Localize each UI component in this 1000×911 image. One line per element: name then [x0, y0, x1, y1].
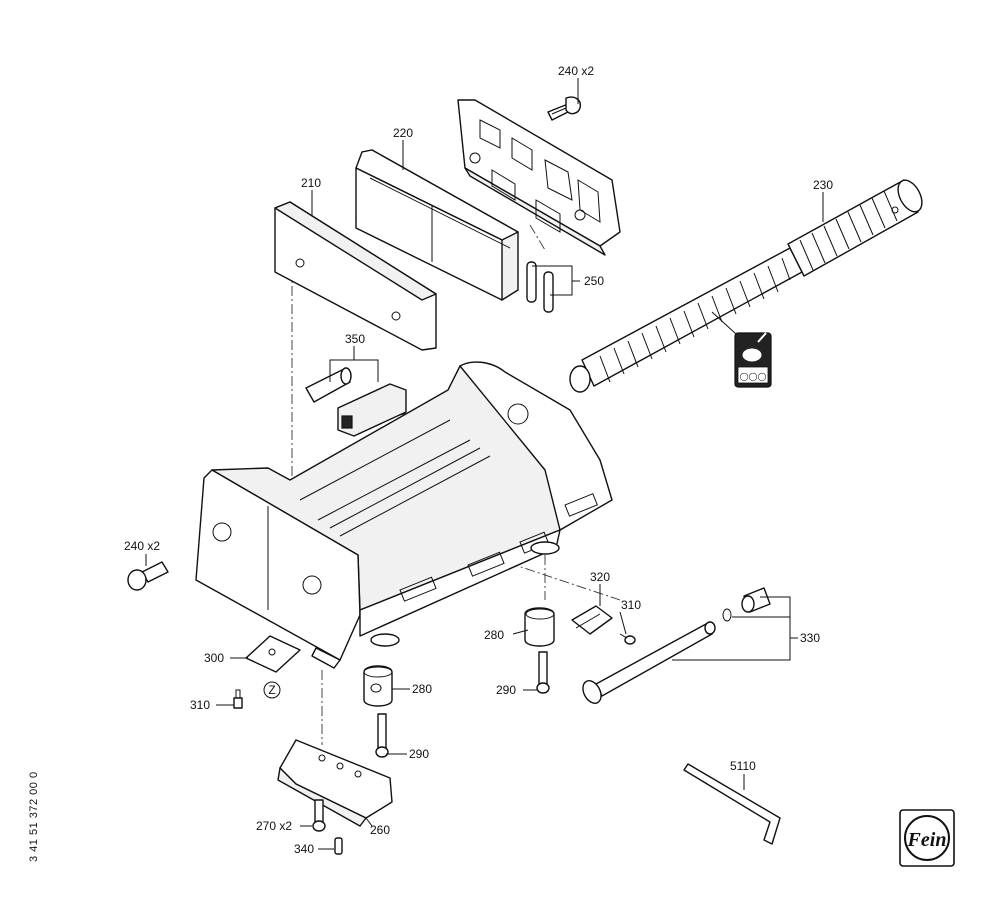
svg-text:◯◯◯: ◯◯◯ [740, 372, 767, 381]
document-number: 3 41 51 372 00 0 [28, 771, 40, 862]
label-270: 270 x2 [256, 819, 292, 833]
part-270-screws [312, 799, 326, 832]
part-280-nut-center [363, 665, 393, 707]
part-340-pin [334, 837, 343, 855]
part-210-fixed-jaw [274, 201, 437, 351]
zone-z-marker: Z [263, 681, 281, 699]
label-350: 350 [345, 332, 365, 346]
part-330-rod [582, 587, 771, 704]
svg-text:Fein: Fein [907, 829, 947, 851]
callout-labels: 240 x2 220 210 230 250 350 240 x2 320 31… [124, 64, 833, 856]
label-300: 300 [204, 651, 224, 665]
label-240-top: 240 x2 [558, 64, 594, 78]
label-280-right: 280 [484, 628, 504, 642]
label-220: 220 [393, 126, 413, 140]
part-240-screw-top [547, 96, 582, 121]
label-290-right: 290 [496, 683, 516, 697]
part-jaw-plate [457, 99, 621, 256]
label-310-right: 310 [621, 598, 641, 612]
part-240-screw-left [127, 561, 169, 591]
label-250: 250 [584, 274, 604, 288]
part-310-screw-right [619, 633, 636, 645]
part-290-screw-right [536, 651, 550, 694]
callout-leaders [145, 78, 824, 850]
label-340: 340 [294, 842, 314, 856]
label-230: 230 [813, 178, 833, 192]
part-280-nut-right [524, 607, 555, 647]
label-290-center: 290 [409, 747, 429, 761]
label-310-left: 310 [190, 698, 210, 712]
grease-lubrication-icon: ◯◯◯ [711, 311, 772, 388]
part-250-pins [526, 261, 554, 313]
label-320: 320 [590, 570, 610, 584]
label-280-center: 280 [412, 682, 432, 696]
label-240-left: 240 x2 [124, 539, 160, 553]
label-5110: 5110 [730, 759, 756, 773]
fein-logo: Fein [899, 809, 955, 867]
part-220-movable-jaw [355, 149, 519, 301]
svg-text:Z: Z [268, 683, 275, 697]
part-300-clip [245, 635, 301, 673]
part-260-clamp-plate [277, 739, 393, 827]
part-290-screw-center [375, 713, 389, 758]
label-260: 260 [370, 823, 390, 837]
part-230-spindle [569, 179, 923, 393]
part-320-clip [571, 605, 613, 635]
label-210: 210 [301, 176, 321, 190]
part-5110-hex-key [683, 763, 781, 845]
vise-base-body [195, 361, 613, 669]
label-330: 330 [800, 631, 820, 645]
part-310-screw-left [233, 689, 243, 709]
